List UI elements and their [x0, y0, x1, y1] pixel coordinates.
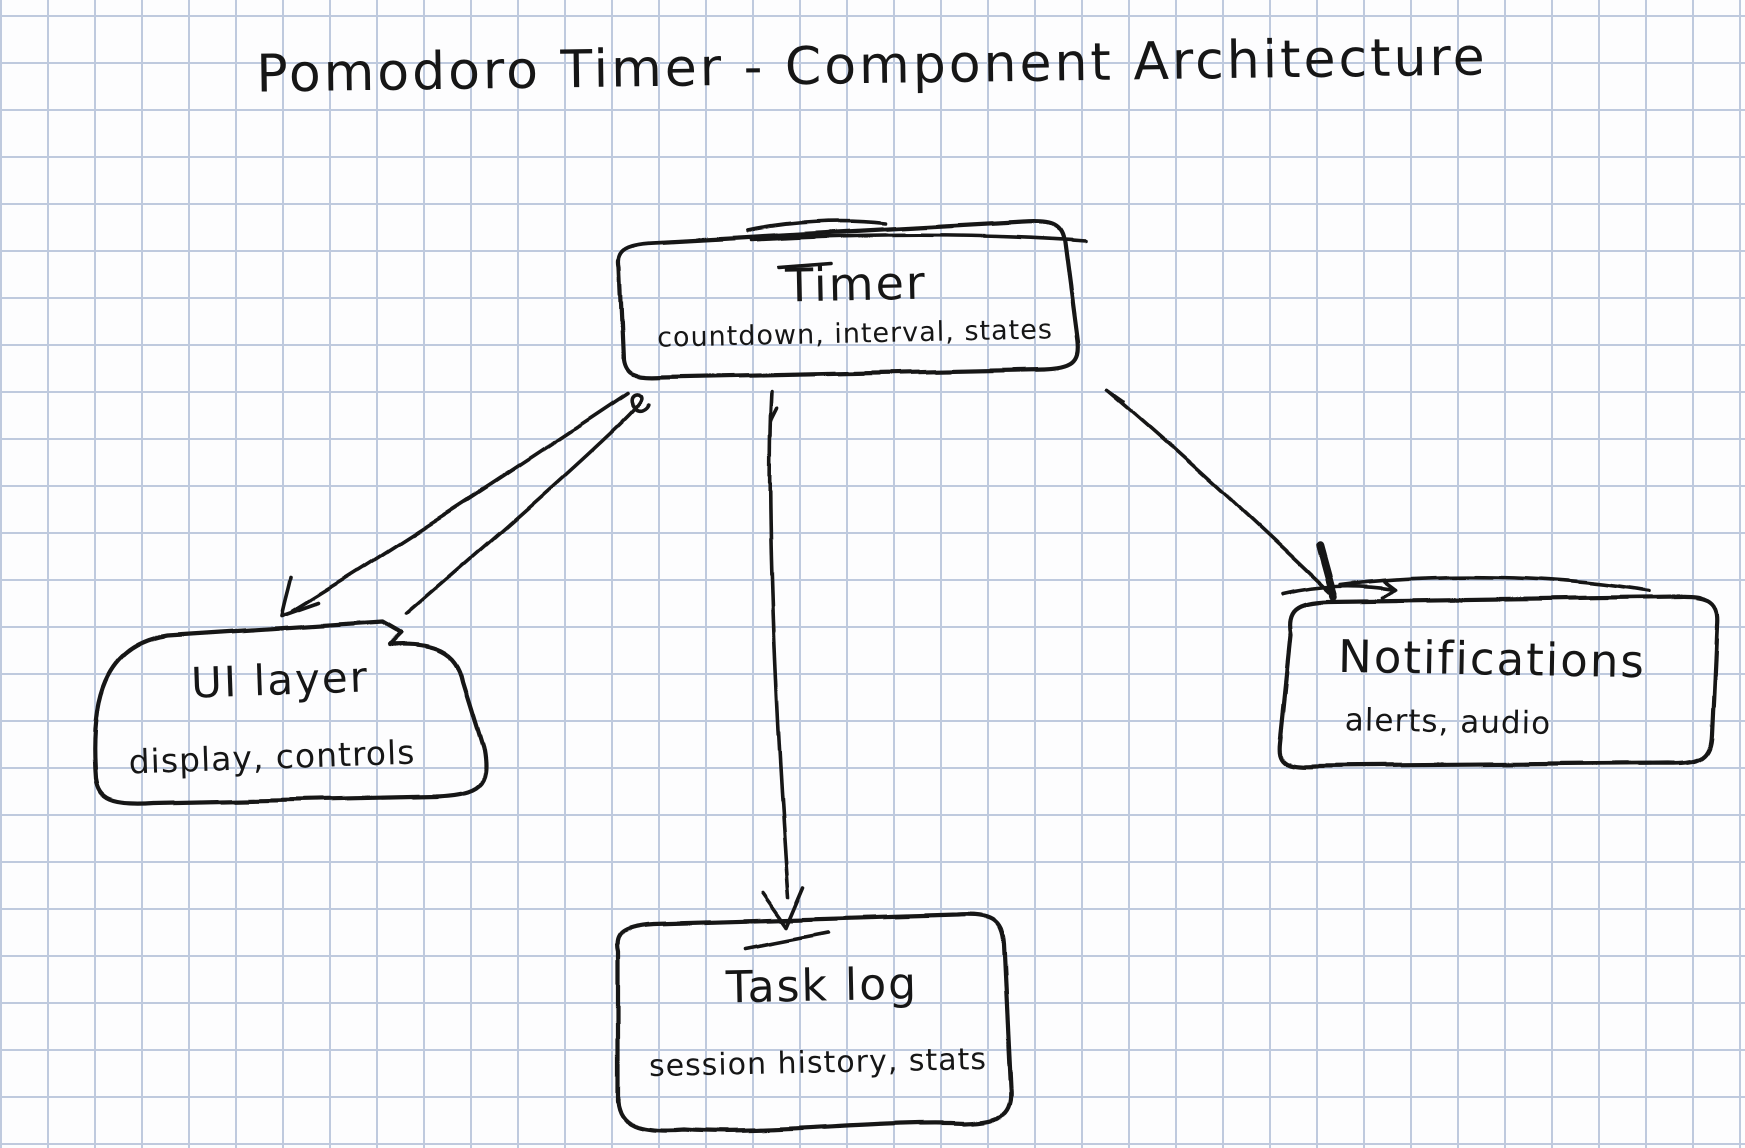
timer-label-overline: [777, 261, 833, 269]
arrow-timer-to-notifications-line: [1105, 388, 1335, 598]
task-log-box-outline: [614, 912, 1014, 1134]
node-ui-layer-label: UI layer: [190, 652, 370, 708]
arrow-timer-to-ui-head: [279, 576, 320, 618]
notifications-top-overshoot: [1338, 575, 1650, 593]
timer-box-top-retrace: [750, 233, 1088, 243]
arrow-timer-to-notifications-start-hook: [1105, 388, 1126, 404]
arrow-timer-to-notifications-head: [1316, 542, 1338, 601]
timer-box-top-overshoot: [746, 219, 888, 233]
arrow-timer-to-tasklog-head: [761, 885, 806, 929]
node-task-log-label: Task log: [725, 958, 919, 1014]
node-task-log-sublabel: session history, stats: [648, 1041, 988, 1085]
arrow-timer-to-tasklog-start-tick: [769, 406, 779, 422]
arrow-ui-to-timer-line: [405, 392, 651, 616]
notifications-box-outline: [1277, 594, 1720, 769]
arrow-timer-to-ui-line: [290, 391, 630, 613]
notifications-top-hook-tip: [1381, 579, 1398, 600]
ui-layer-box-outline: [92, 619, 489, 806]
node-timer-label: Timer: [784, 255, 928, 313]
task-log-top-retrace: [744, 930, 830, 950]
arrow-timer-to-tasklog-line: [768, 389, 791, 899]
timer-box-outline: [617, 219, 1081, 380]
node-notifications-sublabel: alerts, audio: [1344, 702, 1552, 742]
notifications-top-hook: [1281, 584, 1398, 596]
node-notifications-label: Notifications: [1337, 629, 1647, 689]
